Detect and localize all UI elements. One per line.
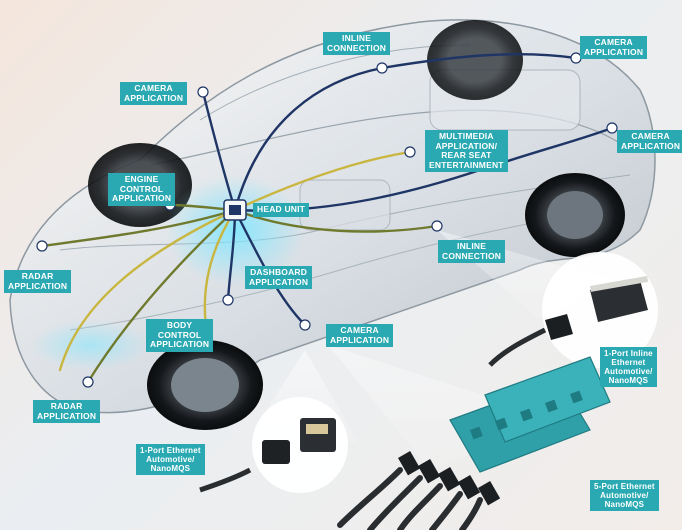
node-multimedia <box>404 146 416 158</box>
product-ethernet-1port <box>199 397 348 493</box>
node-radar-bottom <box>82 376 94 388</box>
label-head-unit: HEAD UNIT <box>253 203 310 217</box>
node-camera-right <box>606 122 618 134</box>
node-radar-left <box>36 240 48 252</box>
node-camera-top-left <box>197 86 209 98</box>
car-body <box>9 19 656 430</box>
node-inline-mid <box>431 220 443 232</box>
product-ethernet-5port <box>337 356 611 530</box>
node-inline-top <box>376 62 388 74</box>
head-unit-hub <box>223 199 247 221</box>
node-dashboard <box>222 294 234 306</box>
node-camera-bottom <box>299 319 311 331</box>
product-inline-1port <box>488 252 658 368</box>
